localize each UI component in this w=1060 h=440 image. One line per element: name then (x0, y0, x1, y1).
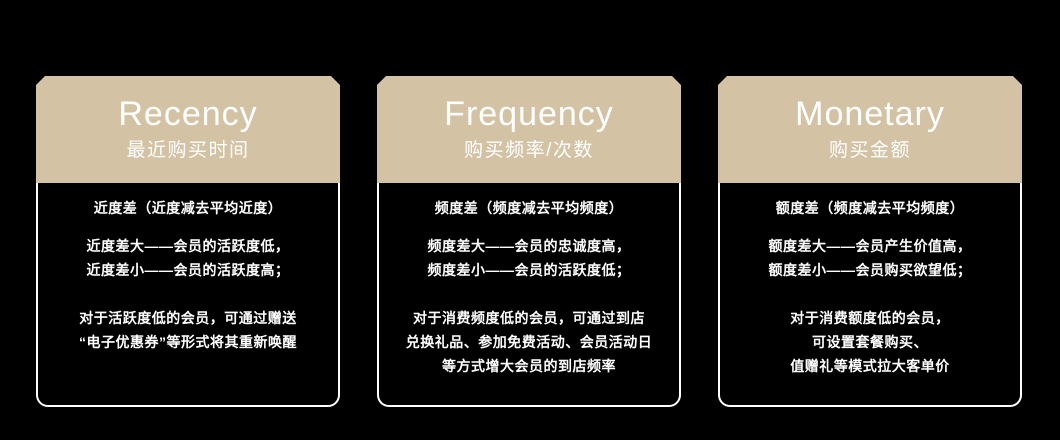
body-text-line: 近度差（近度减去平均近度） (93, 200, 283, 216)
card-subtitle-frequency: 购买频率/次数 (464, 140, 594, 162)
body-text-line: 额度差大——会员产生价值高， (768, 238, 972, 254)
recency-card-header: Recency 最近购买时间 (36, 76, 340, 183)
body-text-line: 可设置套餐购买、 (812, 334, 928, 350)
body-text-line: 近度差小——会员的活跃度高； (86, 262, 290, 278)
body-text-line: 额度差小——会员购买欲望低； (768, 262, 972, 278)
body-text-line: 对于消费额度低的会员， (790, 310, 950, 326)
monetary-strategy-paragraph: 对于消费额度低的会员， 可设置套餐购买、 值赠礼等模式拉大客单价 (720, 306, 1020, 378)
body-text-line: 值赠礼等模式拉大客单价 (790, 358, 950, 374)
body-text-line: 频度差大——会员的忠诚度高， (427, 238, 631, 254)
body-text-line: 频度差小——会员的活跃度低； (427, 262, 631, 278)
recency-definition-paragraph: 近度差（近度减去平均近度） (38, 196, 338, 220)
frequency-effect-paragraph: 频度差大——会员的忠诚度高， 频度差小——会员的活跃度低； (379, 234, 679, 282)
card-title-monetary: Monetary (795, 94, 945, 133)
frequency-definition-paragraph: 频度差（频度减去平均频度） (379, 196, 679, 220)
monetary-card-header: Monetary 购买金额 (718, 76, 1022, 183)
body-text-line: 兑换礼品、参加免费活动、会员活动日 (405, 334, 653, 350)
card-title-frequency: Frequency (444, 94, 614, 133)
recency-card-body: 近度差（近度减去平均近度） 近度差大——会员的活跃度低， 近度差小——会员的活跃… (36, 183, 340, 407)
body-text-line: 额度差（频度减去平均频度） (775, 200, 965, 216)
card-title-recency: Recency (118, 94, 258, 133)
rfm-card-frequency: Frequency 购买频率/次数 频度差（频度减去平均频度） 频度差大——会员… (377, 76, 681, 407)
body-text-line: 近度差大——会员的活跃度低， (86, 238, 290, 254)
frequency-card-body: 频度差（频度减去平均频度） 频度差大——会员的忠诚度高， 频度差小——会员的活跃… (377, 183, 681, 407)
monetary-card-body: 额度差（频度减去平均频度） 额度差大——会员产生价值高， 额度差小——会员购买欲… (718, 183, 1022, 407)
card-subtitle-recency: 最近购买时间 (126, 140, 250, 162)
recency-strategy-paragraph: 对于活跃度低的会员，可通过赠送 “电子优惠券”等形式将其重新唤醒 (38, 306, 338, 354)
recency-effect-paragraph: 近度差大——会员的活跃度低， 近度差小——会员的活跃度高； (38, 234, 338, 282)
monetary-definition-paragraph: 额度差（频度减去平均频度） (720, 196, 1020, 220)
rfm-card-recency: Recency 最近购买时间 近度差（近度减去平均近度） 近度差大——会员的活跃… (36, 76, 340, 407)
body-text-line: 对于活跃度低的会员，可通过赠送 (79, 310, 297, 326)
monetary-effect-paragraph: 额度差大——会员产生价值高， 额度差小——会员购买欲望低； (720, 234, 1020, 282)
card-subtitle-monetary: 购买金额 (828, 140, 911, 162)
body-text-line: 等方式增大会员的到店频率 (442, 358, 616, 374)
body-text-line: 对于消费频度低的会员，可通过到店 (413, 310, 645, 326)
frequency-card-header: Frequency 购买频率/次数 (377, 76, 681, 183)
body-text-line: “电子优惠券”等形式将其重新唤醒 (79, 334, 297, 350)
frequency-strategy-paragraph: 对于消费频度低的会员，可通过到店 兑换礼品、参加免费活动、会员活动日 等方式增大… (379, 306, 679, 378)
body-text-line: 频度差（频度减去平均频度） (434, 200, 624, 216)
rfm-card-monetary: Monetary 购买金额 额度差（频度减去平均频度） 额度差大——会员产生价值… (718, 76, 1022, 407)
